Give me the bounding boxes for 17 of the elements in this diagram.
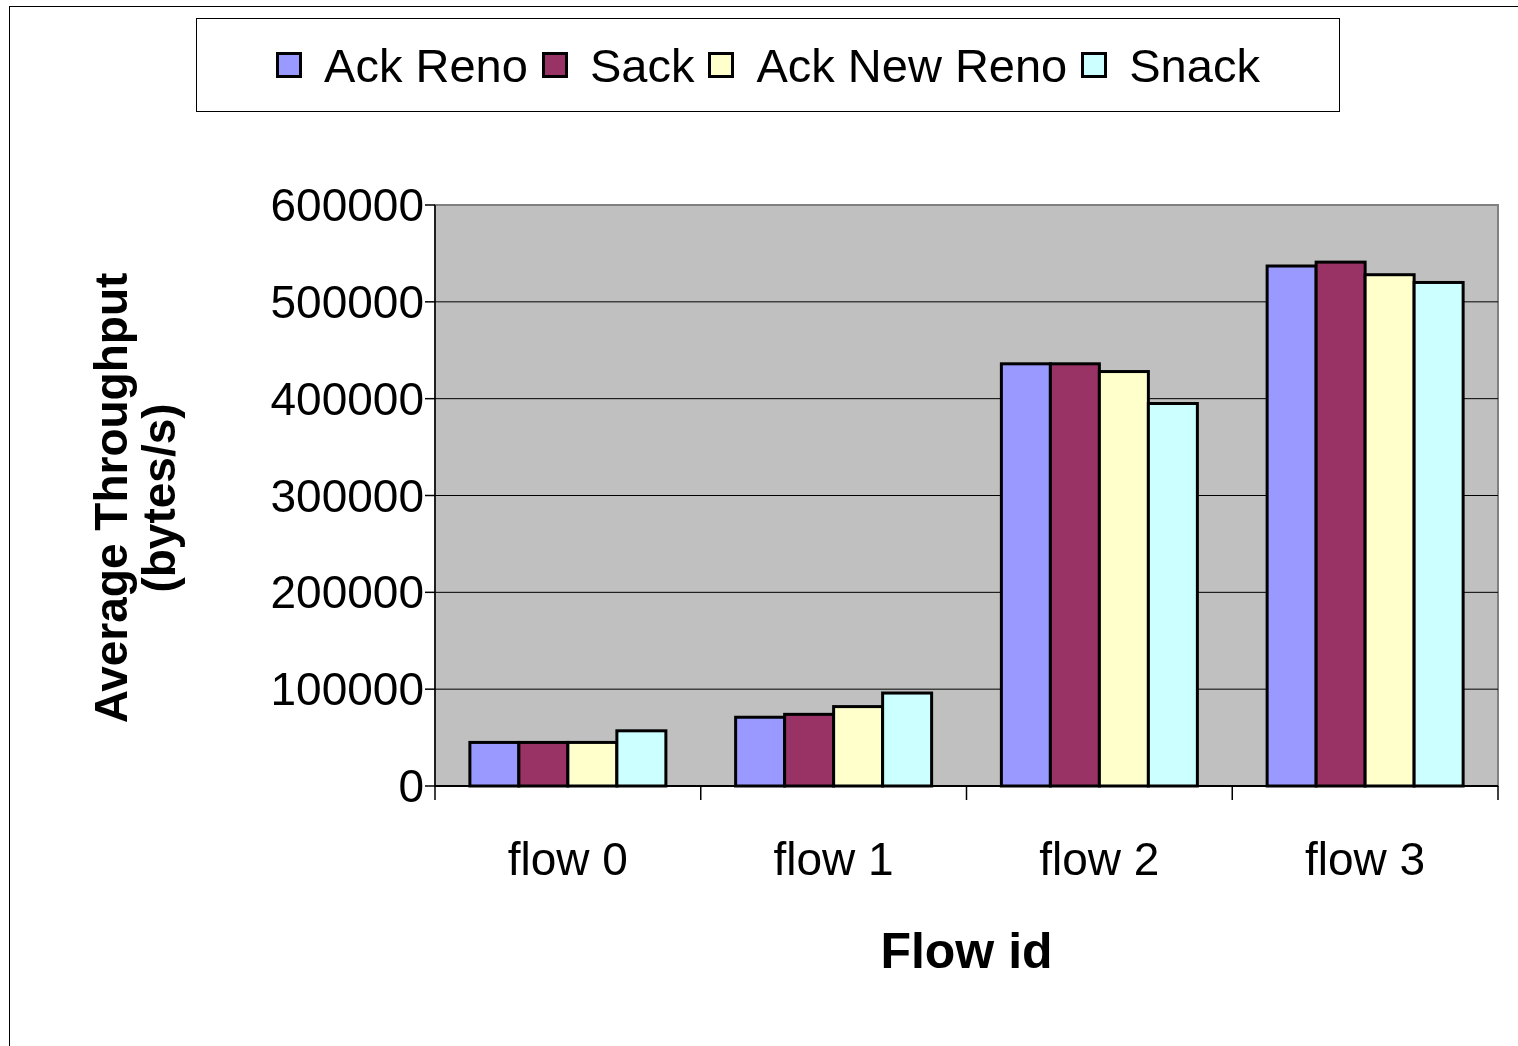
axis-tick-label: flow 1: [772, 832, 895, 886]
axis-tick-label: 300000: [270, 468, 424, 523]
axis-tick-label: flow 3: [1304, 832, 1427, 886]
axis-tick-label: 500000: [270, 274, 424, 329]
axis-tick-label: 200000: [270, 565, 424, 620]
axis-tick-label: flow 0: [506, 832, 629, 886]
legend-label: Snack: [1129, 37, 1260, 93]
axis-tick-label: 100000: [270, 662, 424, 717]
axis-title: Average Throughput (bytes/s): [87, 271, 183, 726]
legend-label: Sack: [589, 37, 695, 93]
axis-tick-label: 600000: [270, 178, 424, 232]
axis-tick-label: 0: [398, 759, 424, 813]
axis-tick-label: flow 2: [1038, 832, 1161, 886]
axis-title: Flow id: [879, 922, 1054, 980]
axis-tick-label: 400000: [270, 371, 424, 426]
legend-label: Ack New Reno: [756, 37, 1068, 93]
legend-label: Ack Reno: [324, 37, 528, 93]
